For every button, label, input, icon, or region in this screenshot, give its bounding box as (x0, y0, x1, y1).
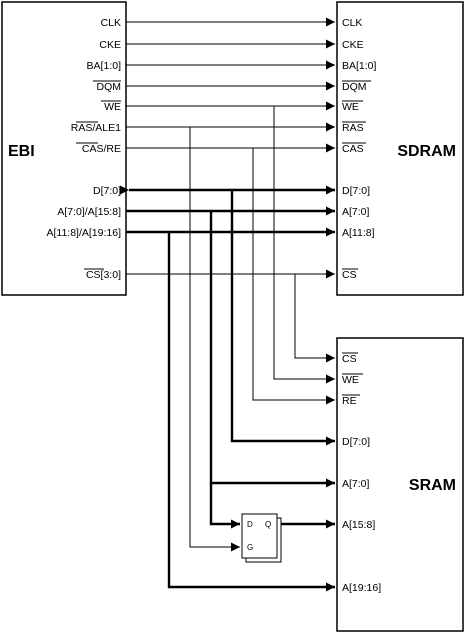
sdram-pin-addr-low: A[7:0] (342, 206, 370, 218)
sdram-pin-labels: CLK CKE BA[1:0] DQM WE RAS CAS D[7:0] A[… (342, 17, 377, 281)
sram-pin-labels: CS WE RE D[7:0] A[7:0] A[15:8] A[19:16] (342, 353, 381, 594)
ebi-pin-labels: CLK CKE BA[1:0] DQM WE RAS/ALE1 CAS/RE D… (46, 17, 121, 281)
ebi-pin-data: D[7:0] (93, 185, 121, 197)
ebi-block (1, 1, 127, 296)
latch-pin-q: Q (265, 520, 271, 529)
sdram-pin-cke: CKE (342, 39, 364, 51)
latch-pin-g: G (247, 543, 253, 552)
latch-box (241, 513, 278, 559)
control-wires (126, 17, 335, 552)
sram-pin-re: RE (342, 395, 357, 407)
sram-pin-cs: CS (342, 353, 357, 365)
sram-overbars (342, 352, 363, 396)
ebi-overbars (76, 80, 121, 270)
sdram-overbars (342, 80, 371, 270)
ebi-pin-ras-ale1: RAS/ALE1 (71, 122, 121, 134)
sdram-title: SDRAM (397, 143, 456, 160)
bus-addr-high-sram (167, 232, 335, 592)
bus-addr-low-latch (209, 483, 240, 529)
ebi-pin-addr-high: A[11:8]/A[19:16] (46, 227, 121, 239)
ebi-pin-cs: CS[3:0] (86, 269, 121, 281)
sdram-pin-cs: CS (342, 269, 357, 281)
sram-pin-addr-mid: A[15:8] (342, 519, 375, 531)
ebi-pin-clk: CLK (101, 17, 121, 29)
latch-pin-d: D (247, 520, 253, 529)
wire-ale1-latch-g (189, 127, 240, 552)
ebi-pin-cas-re: CAS/RE (82, 143, 121, 155)
wire-we-sram (273, 106, 335, 384)
bus-wires (120, 185, 335, 592)
sram-pin-we: WE (342, 374, 359, 386)
sram-pin-addr-high: A[19:16] (342, 582, 381, 594)
ebi-pin-ba: BA[1:0] (87, 60, 122, 72)
sdram-pin-ras: RAS (342, 122, 364, 134)
sram-title: SRAM (409, 477, 456, 494)
address-latch: D Q G (241, 513, 282, 563)
bus-data-sram (230, 190, 335, 446)
ebi-title: EBI (8, 143, 35, 160)
sram-pin-data: D[7:0] (342, 436, 370, 448)
ebi-pin-cke: CKE (99, 39, 121, 51)
ebi-pin-addr-low: A[7:0]/A[15:8] (57, 206, 121, 218)
sdram-pin-addr-high: A[11:8] (342, 227, 375, 239)
sram-pin-addr-low: A[7:0] (342, 478, 370, 490)
wire-cs-sram (294, 274, 335, 363)
sdram-block (336, 1, 464, 296)
sram-block (336, 337, 464, 632)
sdram-pin-ba: BA[1:0] (342, 60, 377, 72)
sdram-pin-clk: CLK (342, 17, 362, 29)
ebi-pin-dqm: DQM (97, 81, 122, 93)
sdram-pin-cas: CAS (342, 143, 364, 155)
sdram-pin-we: WE (342, 101, 359, 113)
sdram-pin-data: D[7:0] (342, 185, 370, 197)
sdram-pin-dqm: DQM (342, 81, 367, 93)
ebi-pin-we: WE (104, 101, 121, 113)
